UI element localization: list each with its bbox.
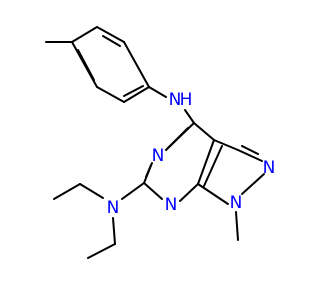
ring-bond — [237, 149, 263, 162]
ring-double-bond — [145, 164, 152, 178]
ethyl-bond — [79, 183, 104, 199]
bonds — [45, 26, 265, 259]
ring-bond — [123, 86, 150, 103]
ring-double-bond — [165, 127, 189, 151]
ring-double-bond — [102, 35, 121, 47]
c2-n-bond — [121, 182, 145, 200]
ring-bond — [197, 139, 215, 185]
ring-double-bond — [123, 85, 144, 97]
ring-bond — [179, 183, 199, 202]
ring-bond — [197, 183, 229, 205]
nh-c4-bond — [184, 109, 195, 124]
pyrazole-n2-label: N — [263, 158, 276, 178]
pyrazole-n1-label: N — [230, 193, 243, 213]
ring-double-bond — [241, 145, 259, 155]
n-methyl-bond — [235, 211, 239, 241]
atom-labels: N H N N N N N — [107, 90, 276, 218]
pyrimidine-n3-label: N — [152, 146, 165, 166]
ring-double-bond — [77, 49, 95, 81]
ring-bond — [71, 26, 98, 43]
ring-bond — [213, 139, 239, 151]
ethyl-bond — [53, 183, 81, 200]
molecule-structure: N H N N N N N — [0, 0, 300, 300]
ring-bond — [96, 26, 125, 43]
pyrimidine-n1-label: N — [165, 195, 178, 215]
ring-double-bond — [203, 145, 223, 187]
ring-bond — [193, 122, 215, 141]
ring-bond — [96, 86, 125, 103]
amine-n-label: N — [169, 90, 182, 110]
ring-bond — [241, 173, 265, 195]
canvas-background — [0, 0, 300, 300]
amine-h-label: H — [180, 90, 193, 110]
diethylamino-n-label: N — [107, 198, 120, 218]
ring-bond — [143, 182, 163, 200]
aryl-nh-bond — [148, 86, 167, 98]
ethyl-bond — [112, 217, 116, 245]
ethyl-bond — [87, 243, 116, 259]
ring-bond — [123, 41, 150, 88]
